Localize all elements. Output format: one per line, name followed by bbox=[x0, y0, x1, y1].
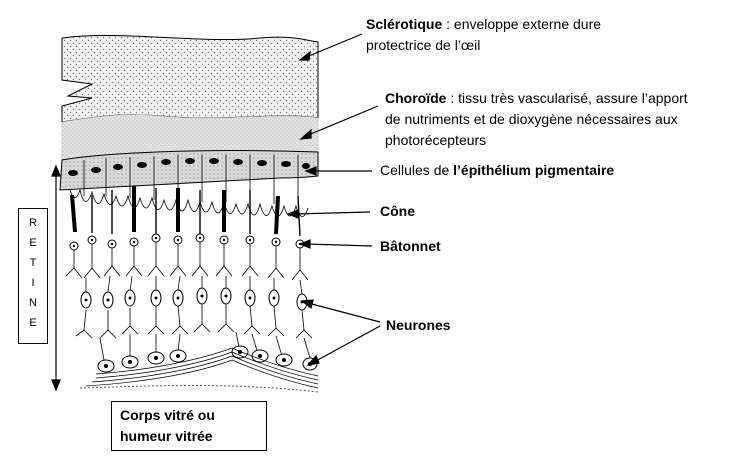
retina-letter: E bbox=[29, 317, 37, 329]
pigment-epithelium-layer bbox=[59, 150, 319, 191]
retina-letter: E bbox=[29, 237, 37, 249]
vitreous-label-box: Corps vitré ou humeur vitrée bbox=[111, 401, 267, 451]
choroid-desc-line-2: de nutriments et de dioxygène nécessaire… bbox=[385, 111, 678, 127]
retina-letter: T bbox=[29, 257, 37, 269]
choroid-desc-line-3: photorécepteurs bbox=[385, 132, 487, 148]
choroid-desc: : tissu très vascularisé, assure l’appor… bbox=[446, 90, 688, 106]
cone-label: Cône bbox=[380, 203, 415, 219]
choroid-label: Choroïde : tissu très vascularisé, assur… bbox=[385, 88, 735, 151]
vitreous-boundary bbox=[79, 385, 319, 393]
neural-fibres bbox=[65, 242, 313, 361]
sclera-desc-line-2: protectrice de l’œil bbox=[366, 37, 481, 53]
epithelium-nuclei bbox=[68, 158, 310, 176]
neurons-label: Neurones bbox=[386, 317, 451, 333]
epithelium-prefix: Cellules de bbox=[380, 162, 454, 178]
retina-letter: I bbox=[31, 277, 35, 289]
epithelium-cells bbox=[69, 155, 309, 217]
sclera-layer bbox=[61, 34, 319, 123]
choroid-term: Choroïde bbox=[385, 90, 447, 106]
photoreceptors bbox=[70, 186, 301, 237]
retina-label-box: R E T I N E bbox=[18, 208, 48, 344]
nerve-fibre-layer bbox=[85, 347, 319, 389]
sclera-desc: : enveloppe externe dure bbox=[442, 16, 602, 32]
photoreceptor-nuclei bbox=[69, 233, 305, 251]
retina-vertical-label: R E T I N E bbox=[19, 217, 47, 329]
sclera-label: Sclérotique : enveloppe externe dure pro… bbox=[366, 14, 726, 56]
retina-extent-arrow bbox=[51, 164, 61, 392]
retina-letter: N bbox=[29, 297, 37, 309]
rod-label: Bâtonnet bbox=[380, 238, 441, 254]
retina-letter: R bbox=[29, 217, 37, 229]
vitreous-label-line-2: humeur vitrée bbox=[120, 428, 213, 444]
sclera-term: Sclérotique bbox=[366, 16, 443, 32]
vitreous-label-line-1: Corps vitré ou bbox=[120, 407, 215, 423]
epithelium-term: l’épithélium pigmentaire bbox=[453, 162, 615, 178]
label-arrows bbox=[286, 33, 381, 366]
epithelium-label: Cellules de l’épithélium pigmentaire bbox=[380, 160, 730, 181]
